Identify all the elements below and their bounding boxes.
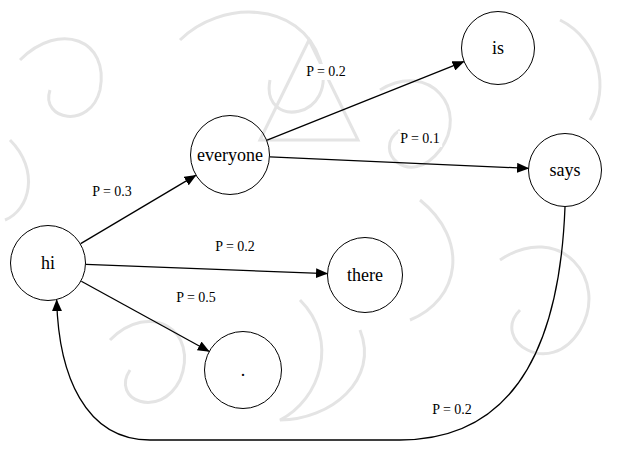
- ornament-swirl: [5, 140, 29, 220]
- transition-arrow: [267, 62, 463, 140]
- probability-label: P = 0.5: [174, 290, 218, 306]
- probability-label: P = 0.2: [304, 64, 348, 80]
- ornament-swirl: [20, 39, 101, 117]
- word-circle: says: [528, 133, 602, 207]
- probability-label: P = 0.2: [213, 239, 257, 255]
- word-circle: is: [461, 11, 535, 85]
- ornament-swirl: [560, 20, 600, 120]
- ornament-swirl: [380, 81, 450, 167]
- transition-arrow: [86, 264, 327, 273]
- transition-arrow: [81, 175, 196, 243]
- node-word: there: [347, 266, 383, 284]
- ornament-swirl: [110, 321, 185, 402]
- word-circle: .: [204, 331, 282, 409]
- word-circle: there: [327, 237, 403, 313]
- node-word: .: [241, 361, 246, 379]
- ornament-swirl: [500, 247, 589, 354]
- ornament-swirl: [410, 200, 453, 320]
- transition-arrow: [57, 207, 565, 440]
- probability-label: P = 0.1: [398, 131, 442, 147]
- node-word: is: [492, 39, 504, 57]
- ornament-swirl: [280, 300, 365, 420]
- transition-arrow: [270, 157, 528, 169]
- ornament-spire: [260, 40, 358, 140]
- probability-label: P = 0.2: [430, 402, 474, 418]
- node-word: says: [550, 161, 581, 179]
- word-circle: everyone: [190, 115, 270, 195]
- node-word: hi: [41, 254, 55, 272]
- ornament-swirl: [180, 12, 323, 112]
- node-word: everyone: [197, 146, 263, 164]
- probability-label: P = 0.3: [90, 184, 134, 200]
- word-circle: hi: [10, 225, 86, 301]
